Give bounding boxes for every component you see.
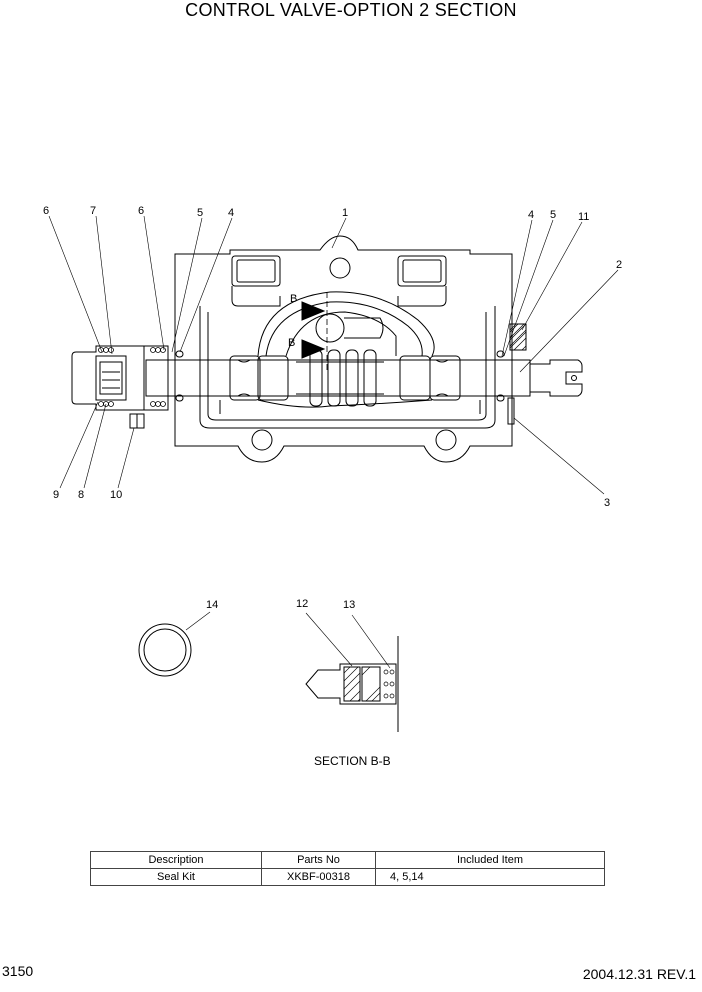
callout-8: 8: [78, 489, 84, 501]
callout-4-left: 4: [228, 207, 234, 219]
table-row: Seal Kit XKBF-00318 4, 5,14: [90, 868, 605, 886]
revision-label: 2004.12.31 REV.1: [582, 966, 696, 982]
callout-4-right: 4: [528, 209, 534, 221]
callout-14: 14: [206, 599, 218, 611]
table-header-row: Description Parts No Included Item: [90, 851, 605, 869]
o-ring-14: [138, 611, 211, 677]
section-b-b-detail: [305, 612, 399, 732]
callout-2: 2: [616, 259, 622, 271]
header-parts-no: Parts No: [261, 851, 376, 869]
callout-5-left: 5: [197, 207, 203, 219]
page-number: 3150: [2, 963, 34, 979]
parts-table: Description Parts No Included Item Seal …: [90, 851, 605, 886]
callout-numbers: 6 7 6 5 4 1 4 5 11 2 3 9 8 10 14 12 13: [43, 205, 622, 611]
callout-9: 9: [53, 489, 59, 501]
callout-1: 1: [342, 207, 348, 219]
callout-11: 11: [578, 211, 589, 223]
cell-included-item: 4, 5,14: [375, 868, 605, 886]
callout-6-right: 6: [138, 205, 144, 217]
page-title: CONTROL VALVE-OPTION 2 SECTION: [185, 0, 517, 20]
section-marker-b-upper: B: [290, 293, 297, 305]
callout-13: 13: [343, 599, 355, 611]
cell-parts-no: XKBF-00318: [261, 868, 376, 886]
cell-description: Seal Kit: [90, 868, 262, 886]
leader-lines: [48, 215, 619, 495]
spool: [145, 323, 583, 425]
callout-6-left: 6: [43, 205, 49, 217]
callout-3: 3: [604, 497, 610, 509]
valve-body: [174, 235, 513, 463]
section-b-b-label: SECTION B-B: [314, 754, 391, 768]
spring-cap: [71, 345, 169, 429]
header-description: Description: [90, 851, 262, 869]
callout-5-right: 5: [550, 209, 556, 221]
callout-12: 12: [296, 598, 308, 610]
callout-10: 10: [110, 489, 122, 501]
section-marker-arrows: [301, 301, 326, 359]
header-included-item: Included Item: [375, 851, 605, 869]
callout-7: 7: [90, 205, 96, 217]
section-marker-b-lower: B: [288, 337, 295, 349]
